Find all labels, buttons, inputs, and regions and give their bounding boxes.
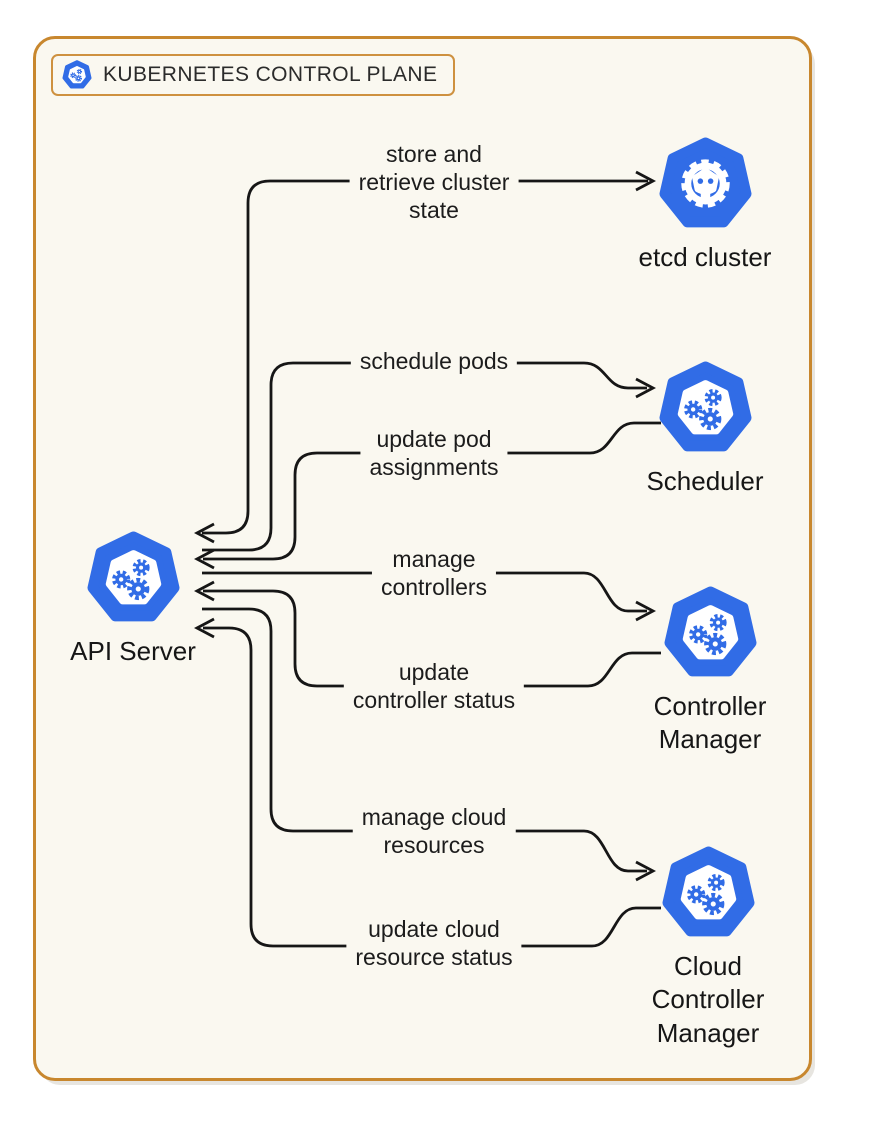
node-api-server: API Server — [38, 531, 228, 668]
edge-schedule-pods — [202, 361, 647, 552]
etcd-icon — [658, 137, 753, 232]
kubernetes-icon — [663, 586, 758, 681]
edge-label-update-cloud-resource-status: update cloud resource status — [346, 912, 522, 974]
edge-layer — [194, 170, 661, 948]
node-scheduler: Scheduler — [610, 361, 800, 498]
edge-store-retrieve-cluster-state — [202, 179, 648, 535]
edge-update-cloud-resource-status — [203, 626, 661, 948]
arrowhead-into-api-server — [194, 580, 215, 602]
edge-update-pod-assignments — [203, 421, 661, 561]
edge-label-store-retrieve-cluster-state: store and retrieve cluster state — [349, 137, 519, 227]
diagram-title-box: KUBERNETES CONTROL PLANE — [51, 54, 456, 96]
control-plane-panel: KUBERNETES CONTROL PLANE store and retri… — [33, 36, 812, 1081]
edge-label-update-pod-assignments: update pod assignments — [360, 422, 508, 484]
edge-label-manage-controllers: manage controllers — [371, 542, 497, 604]
edge-manage-cloud-resources — [202, 607, 647, 873]
arrowhead-into-cloud-controller-manager — [635, 860, 656, 882]
arrowhead-into-api-server — [194, 548, 215, 570]
edge-label-manage-cloud-resources: manage cloud resources — [352, 800, 516, 862]
node-cloud-controller-manager: Cloud Controller Manager — [613, 846, 803, 1050]
node-label-api-server: API Server — [70, 636, 196, 666]
node-label-etcd-cluster: etcd cluster — [638, 242, 772, 272]
edge-label-schedule-pods: schedule pods — [350, 344, 518, 378]
arrowhead-into-api-server — [194, 617, 215, 639]
diagram-title: KUBERNETES CONTROL PLANE — [103, 63, 438, 86]
edge-label-update-controller-status: update controller status — [343, 655, 525, 717]
edge-manage-controllers — [202, 571, 647, 613]
edge-update-controller-status — [203, 589, 661, 688]
kubernetes-icon — [661, 846, 756, 941]
node-label-controller-manager: Controller Manager — [653, 691, 767, 755]
node-etcd-cluster: etcd cluster — [610, 137, 800, 274]
arrowhead-into-controller-manager — [635, 600, 656, 622]
node-controller-manager: Controller Manager — [615, 586, 805, 757]
node-label-scheduler: Scheduler — [646, 466, 764, 496]
arrowhead-into-etcd — [635, 170, 656, 192]
node-label-cloud-controller-manager: Cloud Controller Manager — [651, 951, 765, 1048]
arrowhead-into-scheduler — [635, 377, 656, 399]
kubernetes-icon — [86, 531, 181, 626]
arrowhead-into-api-server — [194, 522, 215, 544]
kubernetes-icon — [658, 361, 753, 456]
